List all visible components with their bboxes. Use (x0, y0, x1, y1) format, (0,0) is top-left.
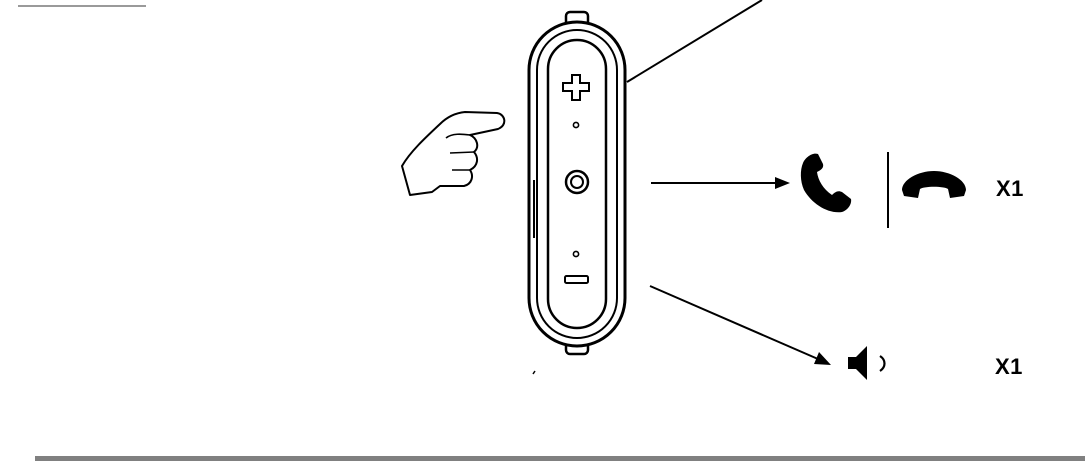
bottom-rule (35, 456, 1085, 461)
multifunction-button-icon[interactable] (564, 169, 590, 195)
leader-line-top (626, 0, 763, 83)
indicator-dot (572, 250, 580, 258)
corner-divider (18, 5, 146, 7)
volume-down-icon (848, 346, 886, 380)
phone-answer-icon (800, 153, 852, 213)
phone-hangup-icon (902, 171, 966, 198)
call-press-count: X1 (996, 176, 1024, 201)
arrow-to-volume (649, 285, 831, 365)
indicator-dot (572, 121, 580, 129)
minus-icon[interactable] (564, 275, 589, 284)
stray-mark (532, 370, 536, 375)
volume-press-count: X1 (995, 354, 1023, 379)
plus-icon[interactable] (562, 74, 590, 101)
arrow-to-call (651, 177, 790, 189)
